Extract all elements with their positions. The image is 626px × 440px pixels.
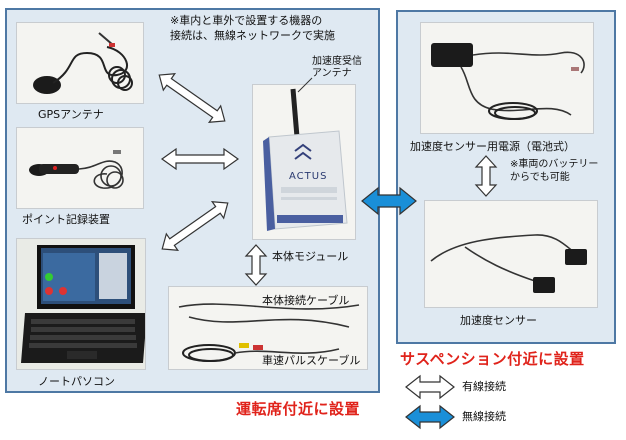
point-recorder-image xyxy=(29,150,124,189)
wired-arrow-gps-module xyxy=(158,73,226,123)
accel-sensor-photo xyxy=(424,200,598,308)
legend-wired-arrow xyxy=(405,374,455,400)
wired-arrow-power-sensor xyxy=(474,155,498,197)
laptop-label: ノートパソコン xyxy=(38,375,115,388)
accel-power-label: 加速度センサー用電源（電池式） xyxy=(410,140,575,153)
legend-wired-label: 有線接続 xyxy=(462,380,506,393)
gps-antenna-label: GPSアンテナ xyxy=(38,108,104,121)
accel-power-note-line1: ※車両のバッテリー xyxy=(510,159,599,170)
top-note-line1: ※車内と車外で設置する機器の xyxy=(170,14,323,27)
module-image xyxy=(263,88,348,231)
wired-arrow-recorder-module xyxy=(160,147,240,171)
cable-speed-label: 車速パルスケーブル xyxy=(262,354,361,367)
laptop-image xyxy=(21,245,145,363)
driver-seat-title: 運転席付近に設置 xyxy=(236,400,361,418)
point-recorder-photo xyxy=(16,127,144,209)
accel-sensor-label: 加速度センサー xyxy=(460,314,537,327)
accel-power-image xyxy=(431,43,585,120)
wired-arrow-laptop-module xyxy=(161,201,229,251)
antenna-pointer-line xyxy=(297,77,313,93)
module-photo: ACTUS xyxy=(252,84,356,240)
accel-sensor-image xyxy=(430,234,587,293)
top-note-line2: 接続は、無線ネットワークで実施 xyxy=(170,29,335,42)
wireless-arrow-between-panels xyxy=(361,186,417,216)
point-recorder-label: ポイント記録装置 xyxy=(22,213,110,226)
suspension-title: サスペンション付近に設置 xyxy=(400,350,585,368)
module-brand: ACTUS xyxy=(289,171,328,182)
antenna-label-line2: アンテナ xyxy=(312,68,352,79)
cable-main-label: 本体接続ケーブル xyxy=(262,294,350,307)
accel-power-note-line2: からでも可能 xyxy=(510,172,570,183)
cables-image xyxy=(178,303,360,362)
legend-wireless-arrow xyxy=(405,404,455,430)
antenna-label-line1: 加速度受信 xyxy=(312,56,362,67)
cables-photo xyxy=(168,286,368,370)
accel-power-photo xyxy=(420,22,594,134)
module-label: 本体モジュール xyxy=(272,250,349,263)
gps-antenna-photo xyxy=(16,22,144,104)
wired-arrow-module-cables xyxy=(244,244,268,286)
legend-wireless-label: 無線接続 xyxy=(462,410,506,423)
laptop-photo xyxy=(16,238,146,370)
gps-antenna-image xyxy=(33,32,133,94)
